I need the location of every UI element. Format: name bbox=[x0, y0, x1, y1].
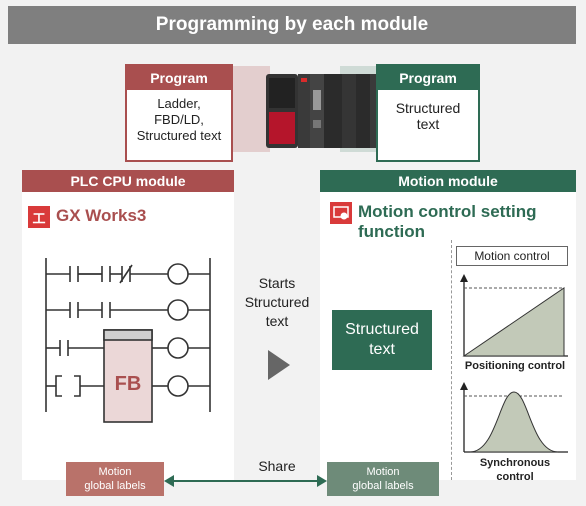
motion-unit bbox=[310, 74, 324, 148]
gx-works3-label: GX Works3 bbox=[56, 206, 147, 225]
program-box-motion: Program Structured text bbox=[376, 64, 480, 162]
gl-line: global labels bbox=[352, 480, 414, 492]
gx-works3-title: 工 GX Works3 bbox=[28, 206, 146, 228]
fb-label: FB bbox=[115, 373, 142, 395]
share-label: Share bbox=[258, 458, 296, 474]
gl-line: Motion bbox=[98, 466, 132, 478]
ladder-rung bbox=[46, 263, 210, 285]
starts-structured-text: Starts Structured text bbox=[236, 274, 318, 331]
positioning-control-label: Positioning control bbox=[464, 360, 566, 372]
power-unit-red-panel bbox=[269, 112, 295, 144]
program-line: text bbox=[416, 116, 440, 132]
ladder-rung bbox=[46, 337, 210, 359]
arrow-left-icon bbox=[164, 475, 174, 487]
gx-works3-icon: 工 bbox=[28, 206, 50, 228]
sync-line: Synchronous bbox=[479, 457, 551, 469]
sync-line: control bbox=[496, 471, 534, 483]
starts-line: Starts bbox=[258, 275, 296, 291]
gl-line: Motion bbox=[366, 466, 400, 478]
gl-line: global labels bbox=[84, 480, 146, 492]
program-header-plc: Program bbox=[127, 66, 231, 90]
program-line: Ladder, bbox=[157, 96, 201, 111]
motion-setting-icon bbox=[330, 202, 352, 224]
st-line: text bbox=[369, 341, 395, 358]
ladder-rung bbox=[46, 299, 210, 321]
plc-cpu-header: PLC CPU module bbox=[22, 170, 234, 192]
play-arrow-icon bbox=[268, 350, 290, 380]
starts-line: Structured bbox=[244, 294, 310, 310]
program-box-plc: Program Ladder, FBD/LD, Structured text bbox=[125, 64, 233, 162]
starts-line: text bbox=[265, 313, 289, 329]
function-block bbox=[103, 329, 153, 423]
motion-setting-label: Motion control setting function bbox=[358, 202, 537, 241]
left-highlight-wedge bbox=[230, 66, 270, 152]
motion-global-labels-motion: Motion global labels bbox=[327, 462, 439, 496]
arrow-right-icon bbox=[317, 475, 327, 487]
diagram-title: Programming by each module bbox=[8, 6, 576, 44]
synchronous-graph bbox=[460, 382, 568, 453]
ladder-rung bbox=[46, 375, 210, 397]
program-line: Structured bbox=[395, 100, 461, 116]
share-double-arrow bbox=[164, 475, 327, 487]
motion-global-labels-plc: Motion global labels bbox=[66, 462, 164, 496]
program-header-motion: Program bbox=[378, 66, 478, 90]
motion-control-label: Motion control bbox=[456, 246, 568, 266]
positioning-graph bbox=[460, 274, 568, 357]
synchronous-control-label: Synchronous control bbox=[450, 456, 580, 484]
program-line: FBD/LD, bbox=[154, 112, 204, 127]
motion-module-header: Motion module bbox=[320, 170, 576, 192]
plc-hardware-illustration bbox=[230, 66, 380, 152]
middle-panel bbox=[234, 170, 320, 480]
plc-cpu-panel: PLC CPU module bbox=[22, 170, 234, 480]
cpu-unit bbox=[298, 74, 310, 148]
positioning-ramp bbox=[462, 287, 565, 357]
motion-setting-title: Motion control setting function bbox=[330, 202, 570, 242]
motion-control-area bbox=[451, 240, 576, 480]
program-line: Structured text bbox=[136, 128, 222, 143]
structured-text-box: Structured text bbox=[332, 310, 432, 370]
st-line: Structured bbox=[345, 321, 419, 338]
synchronous-curve bbox=[469, 391, 559, 453]
ladder-diagram: FB bbox=[45, 258, 211, 423]
